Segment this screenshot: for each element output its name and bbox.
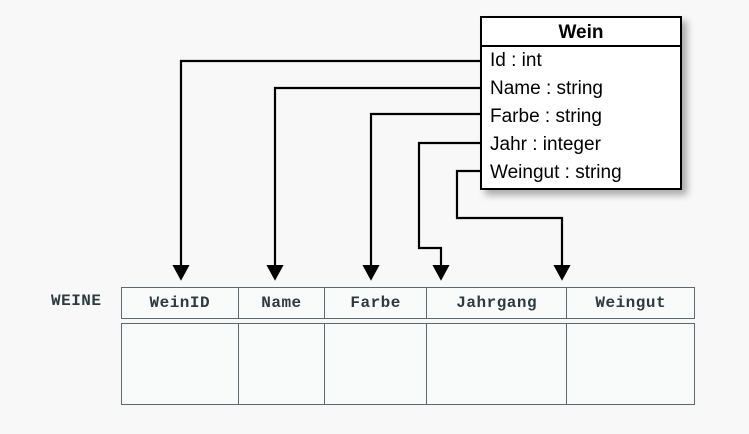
uml-class-title: Wein: [482, 18, 680, 47]
uml-attribute-id: Id : int: [490, 50, 542, 71]
table-row: [121, 323, 695, 405]
uml-class-wein[interactable]: Wein Id : int Name : string Farbe : stri…: [480, 16, 682, 190]
uml-attribute-farbe: Farbe : string: [490, 106, 602, 127]
connector-id-weinid: [172, 59, 480, 281]
column-header-jahrgang[interactable]: Jahrgang: [427, 288, 568, 318]
uml-attribute-name: Name : string: [490, 78, 603, 99]
column-header-farbe[interactable]: Farbe: [325, 288, 427, 318]
uml-attribute-jahr: Jahr : integer: [490, 134, 601, 155]
connector-jahr-jahrgang: [417, 141, 480, 281]
column-header-name[interactable]: Name: [239, 288, 326, 318]
column-header-weinid[interactable]: WeinID: [122, 288, 239, 318]
table-cell-jahrgang[interactable]: [427, 324, 568, 404]
connector-farbe-farbe: [362, 112, 480, 281]
relation-table-weine: WeinID Name Farbe Jahrgang Weingut: [121, 287, 695, 405]
uml-attribute-weingut: Weingut : string: [490, 162, 622, 183]
relation-name-label: WEINE: [51, 292, 102, 310]
table-cell-farbe[interactable]: [325, 324, 427, 404]
connector-weingut-weingut: [455, 169, 571, 281]
table-cell-name[interactable]: [239, 324, 326, 404]
connector-name-name: [266, 86, 480, 281]
uml-attribute-list: Id : int Name : string Farbe : string Ja…: [482, 47, 680, 187]
column-header-weingut[interactable]: Weingut: [595, 294, 667, 312]
table-cell-weingut[interactable]: [567, 324, 694, 404]
table-cell-weinid[interactable]: [122, 324, 239, 404]
table-header-row: WeinID Name Farbe Jahrgang Weingut: [121, 287, 695, 319]
